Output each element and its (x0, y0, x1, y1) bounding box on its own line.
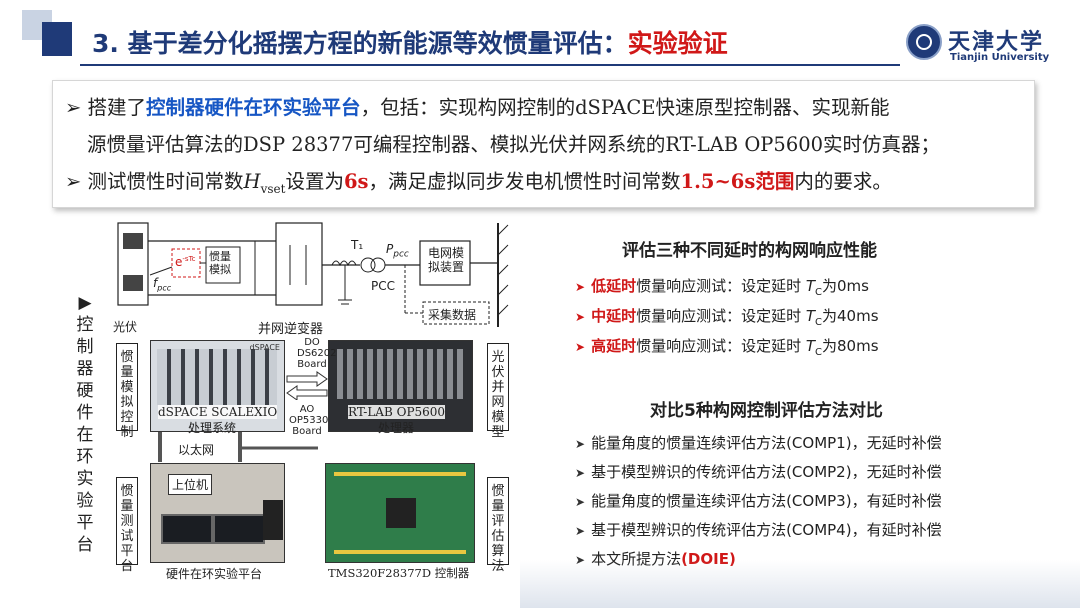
inertia-sim-box: 惯量模拟 (209, 250, 231, 276)
compare-item-2: ➤基于模型辨识的传统评估方法(COMP2)，无延时补偿 (575, 463, 942, 481)
inverter-label: 并网逆变器 (258, 322, 324, 337)
intro-line-3: ➢ 测试惯性时间常数Hvset设置为6s，满足虚拟同步发电机惯性时间常数1.5~… (65, 170, 892, 196)
ppcc-label: Ppcc (386, 242, 409, 260)
t1-label: T₁ (351, 238, 364, 252)
section-title-delay: 评估三种不同延时的构网响应性能 (622, 241, 877, 261)
title-highlight: 实验验证 (627, 29, 728, 58)
pv-label: 光伏 (113, 320, 138, 334)
side-box-pv-model: 光伏并网模型 (487, 343, 509, 440)
intro-box: ➢ 搭建了控制器硬件在环实验平台，包括：实现构网控制的dSPACE快速原型控制器… (52, 80, 1035, 208)
dspace-caption-2: 处理系统 (188, 421, 237, 435)
platform-vertical-label: ▶控制器硬件在环实验平台 (76, 293, 94, 555)
rtlab-caption-2: 处理器 (378, 421, 415, 435)
delay-item-high: ➤高延时惯量响应测试：设定延时 TC为80ms (575, 337, 879, 358)
delay-item-low: ➤低延时惯量响应测试：设定延时 TC为0ms (575, 277, 869, 298)
exp-delay-label: e-sTc (175, 255, 196, 269)
intro-line-1: ➢ 搭建了控制器硬件在环实验平台，包括：实现构网控制的dSPACE快速原型控制器… (65, 96, 890, 119)
side-box-inertia-control: 惯量模拟控制 (116, 343, 138, 440)
side-box-inertia-test: 惯量测试平台 (116, 477, 138, 574)
university-seal-icon (906, 24, 942, 60)
header-decor-square-dark (42, 22, 72, 56)
pcc-label: PCC (371, 279, 395, 293)
delay-item-mid: ➤中延时惯量响应测试：设定延时 TC为40ms (575, 307, 879, 328)
collect-data-box: 采集数据 (428, 308, 477, 322)
compare-item-1: ➤能量角度的惯量连续评估方法(COMP1)，无延时补偿 (575, 434, 942, 452)
university-logo-en: Tianjin University (950, 52, 1050, 63)
tms-caption: TMS320F28377D 控制器 (328, 566, 470, 580)
compare-item-3: ➤能量角度的惯量连续评估方法(COMP3)，有延时补偿 (575, 492, 942, 510)
rtlab-photo (328, 340, 473, 432)
header (0, 0, 1080, 70)
university-logo-cn: 天津大学 (948, 29, 1045, 55)
title-main: 3. 基于差分化摇摆方程的新能源等效惯量评估： (92, 29, 628, 58)
grid-simulator-box: 电网模拟装置 (428, 246, 465, 274)
intro-line-2: 源惯量评估算法的DSP 28377可编程控制器、模拟光伏并网系统的RT-LAB … (87, 133, 941, 156)
fpcc-label: fpcc (153, 276, 172, 293)
section-title-compare: 对比5种构网控制评估方法对比 (650, 401, 883, 421)
board-arrows (286, 371, 328, 400)
header-divider (80, 64, 900, 66)
circuit-diagram (117, 222, 509, 327)
compare-item-4: ➤基于模型辨识的传统评估方法(COMP4)，有延时补偿 (575, 521, 942, 539)
hil-caption: 硬件在环实验平台 (166, 567, 263, 581)
page-title: 3. 基于差分化摇摆方程的新能源等效惯量评估：实验验证 (92, 24, 728, 60)
ethernet-arrows (158, 432, 318, 462)
dspace-caption: dSPACE SCALEXIO (158, 405, 278, 419)
side-box-inertia-eval: 惯量评估算法 (487, 477, 509, 574)
ethernet-label: 以太网 (178, 443, 215, 457)
background-skyline (520, 560, 1080, 608)
tms-photo (325, 463, 475, 563)
rtlab-caption: RT-LAB OP5600 (348, 405, 446, 419)
host-label: 上位机 (168, 474, 213, 495)
